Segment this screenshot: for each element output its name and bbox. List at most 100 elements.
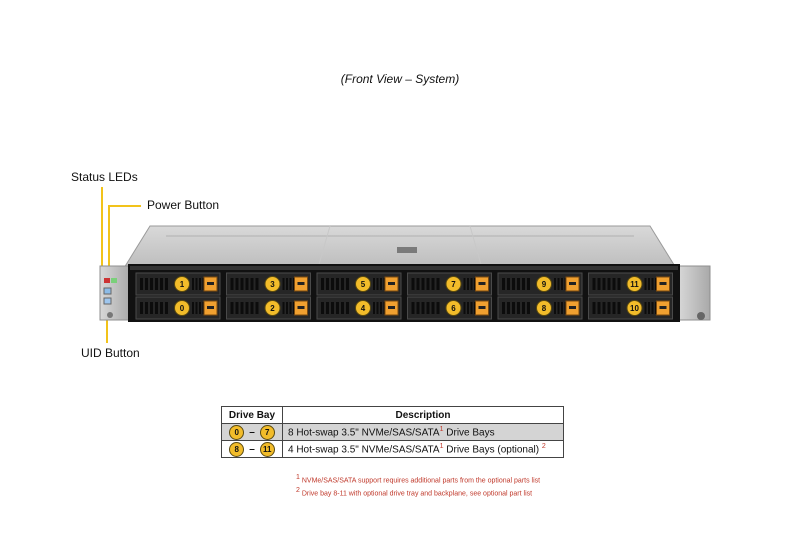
drive-tray-vent xyxy=(289,302,292,314)
drive-tray-vent xyxy=(517,302,520,314)
bay-number-label: 5 xyxy=(361,280,366,289)
bay-number-badge xyxy=(355,300,371,316)
bay-number-badge xyxy=(445,300,462,316)
drive-tray[interactable]: 7 xyxy=(407,272,492,296)
drive-tray-vent xyxy=(463,278,466,290)
drive-tray-vent xyxy=(517,278,520,290)
drive-tray[interactable]: 0 xyxy=(135,296,221,320)
bay-number-label: 4 xyxy=(361,304,366,313)
status-leds-callout-line xyxy=(101,187,103,279)
bay-number-badge xyxy=(264,300,281,316)
bay-number-label: 10 xyxy=(630,304,639,313)
drive-tray-handle-slot xyxy=(207,306,214,309)
drive-tray-vent xyxy=(527,302,530,314)
drive-tray-vent xyxy=(255,302,259,314)
drive-tray[interactable]: 10 xyxy=(588,296,673,320)
drive-tray[interactable]: 1 xyxy=(135,272,221,296)
drive-tray-vent xyxy=(235,302,239,314)
header-drive-bay: Drive Bay xyxy=(221,406,283,424)
drive-tray-vent xyxy=(502,302,505,314)
drive-tray-vent xyxy=(607,278,611,290)
bay-number-label: 7 xyxy=(451,280,456,289)
drive-tray-vent xyxy=(411,302,415,314)
bay-number-label: 9 xyxy=(542,280,547,289)
footnote-text: Drive bay 8-11 with optional drive tray … xyxy=(299,490,533,498)
drive-tray-vent xyxy=(282,278,285,290)
drive-tray-vent xyxy=(282,302,285,314)
drive-tray-vent xyxy=(250,302,254,314)
drive-tray-vent xyxy=(597,278,601,290)
drive-tray-vent xyxy=(289,278,292,290)
drive-tray-vent xyxy=(373,278,375,290)
drive-tray-vent xyxy=(554,278,556,290)
drive-tray-vent xyxy=(245,278,249,290)
header-description: Description xyxy=(282,406,564,424)
drive-tray-vent xyxy=(507,302,510,314)
status-led-1 xyxy=(104,278,110,283)
drive-tray-vent xyxy=(235,278,239,290)
drive-tray[interactable]: 3 xyxy=(226,272,311,296)
drive-tray-handle-slot xyxy=(297,306,305,309)
bay-number-label: 6 xyxy=(451,304,456,313)
drive-tray-vent xyxy=(592,278,596,290)
drive-tray-handle-slot xyxy=(297,282,305,285)
footnote-ref: 1 xyxy=(439,442,444,450)
drive-tray[interactable]: 5 xyxy=(316,272,402,296)
drive-tray-vent xyxy=(245,302,249,314)
drive-tray[interactable]: 11 xyxy=(588,272,673,296)
bay-number-badge xyxy=(174,276,190,292)
drive-tray-vent xyxy=(373,302,375,314)
drive-tray-vent xyxy=(554,302,556,314)
drive-tray-vent xyxy=(602,278,606,290)
drive-tray-vent xyxy=(512,302,515,314)
drive-tray-vent xyxy=(346,302,349,314)
bay-number-badge xyxy=(626,300,643,316)
drive-tray-vent xyxy=(527,278,530,290)
drive-tray[interactable]: 2 xyxy=(226,296,311,320)
description-suffix: Drive Bays xyxy=(443,427,495,439)
drive-tray-vent xyxy=(648,302,650,314)
table-row: 8–11 4 Hot-swap 3.5" NVMe/SAS/SATA1 Driv… xyxy=(221,440,564,458)
drive-tray-vent xyxy=(192,278,194,290)
drive-tray-vent xyxy=(230,302,234,314)
drive-tray[interactable]: 9 xyxy=(497,272,583,296)
footnote-mark: 1 xyxy=(296,474,300,481)
drive-tray[interactable]: 4 xyxy=(316,296,402,320)
drive-tray-vent xyxy=(341,302,344,314)
bay-number-label: 0 xyxy=(180,304,185,313)
drive-tray-vent xyxy=(140,302,143,314)
drive-tray-vent xyxy=(195,302,198,314)
drive-tray-vent xyxy=(651,278,654,290)
drive-tray-vent xyxy=(421,278,425,290)
drive-tray-vent xyxy=(326,278,329,290)
footnote-mark: 2 xyxy=(296,486,300,494)
footnote-2: 2 Drive bay 8-11 with optional drive tra… xyxy=(296,486,540,499)
drive-tray-vent xyxy=(199,278,201,290)
drive-tray[interactable]: 6 xyxy=(407,296,492,320)
uid-button xyxy=(103,297,112,305)
right-thumbscrew xyxy=(697,312,705,320)
drive-tray-vent xyxy=(561,302,563,314)
bay-number-badge xyxy=(536,300,552,316)
description-suffix: Drive Bays (optional) xyxy=(443,444,542,456)
drive-tray-vent xyxy=(230,278,234,290)
drive-tray-vent xyxy=(155,302,158,314)
status-leds-label: Status LEDs xyxy=(71,170,138,184)
drive-bay-table: Drive Bay Description 0–7 8 Hot-swap 3.5… xyxy=(221,406,564,458)
status-led-2 xyxy=(111,278,117,283)
bay-number-label: 2 xyxy=(270,304,275,313)
drive-tray-vent xyxy=(380,302,382,314)
drive-tray[interactable]: 8 xyxy=(497,296,583,320)
description-text: 4 Hot-swap 3.5" NVMe/SAS/SATA xyxy=(288,444,440,456)
drive-tray-handle-slot xyxy=(207,282,214,285)
drive-tray-vent xyxy=(416,278,420,290)
drive-tray-handle-slot xyxy=(388,306,395,309)
table-header-row: Drive Bay Description xyxy=(221,406,564,424)
bay-number-badge: 7 xyxy=(259,424,275,440)
bay-number-badge: 8 xyxy=(229,441,245,457)
footnote-text: NVMe/SAS/SATA support requires additiona… xyxy=(299,477,541,485)
drive-tray-handle-slot xyxy=(478,306,486,309)
drive-tray-vent xyxy=(522,278,525,290)
drive-tray-vent xyxy=(250,278,254,290)
